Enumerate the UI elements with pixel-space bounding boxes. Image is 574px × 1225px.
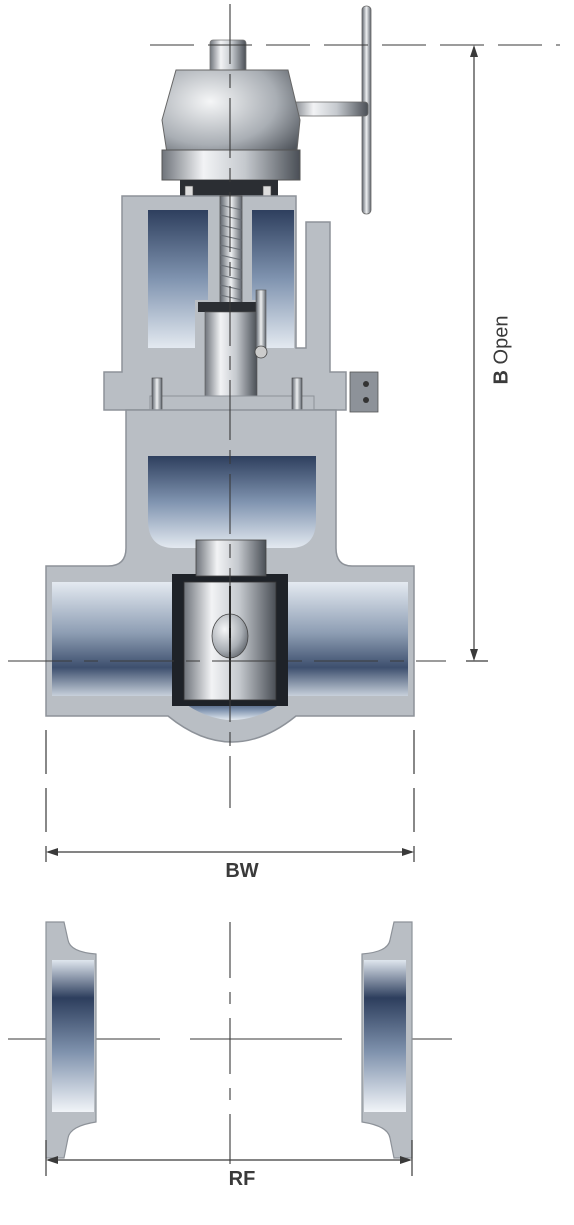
dimension-b-suffix: Open <box>490 315 513 371</box>
dimension-b-label: B Open <box>482 290 522 410</box>
gear-actuator <box>161 39 301 205</box>
flange-left <box>45 921 97 1159</box>
flange-right <box>361 921 413 1159</box>
dimension-bw-label: BW <box>225 860 259 882</box>
dimension-bw-line <box>45 730 415 862</box>
dimension-b-letter: B <box>490 370 513 385</box>
dimension-rf-line <box>45 1140 413 1176</box>
dimension-rf-label: RF <box>228 1168 256 1190</box>
handwheel <box>289 5 372 215</box>
dimension-b-line <box>466 45 488 662</box>
